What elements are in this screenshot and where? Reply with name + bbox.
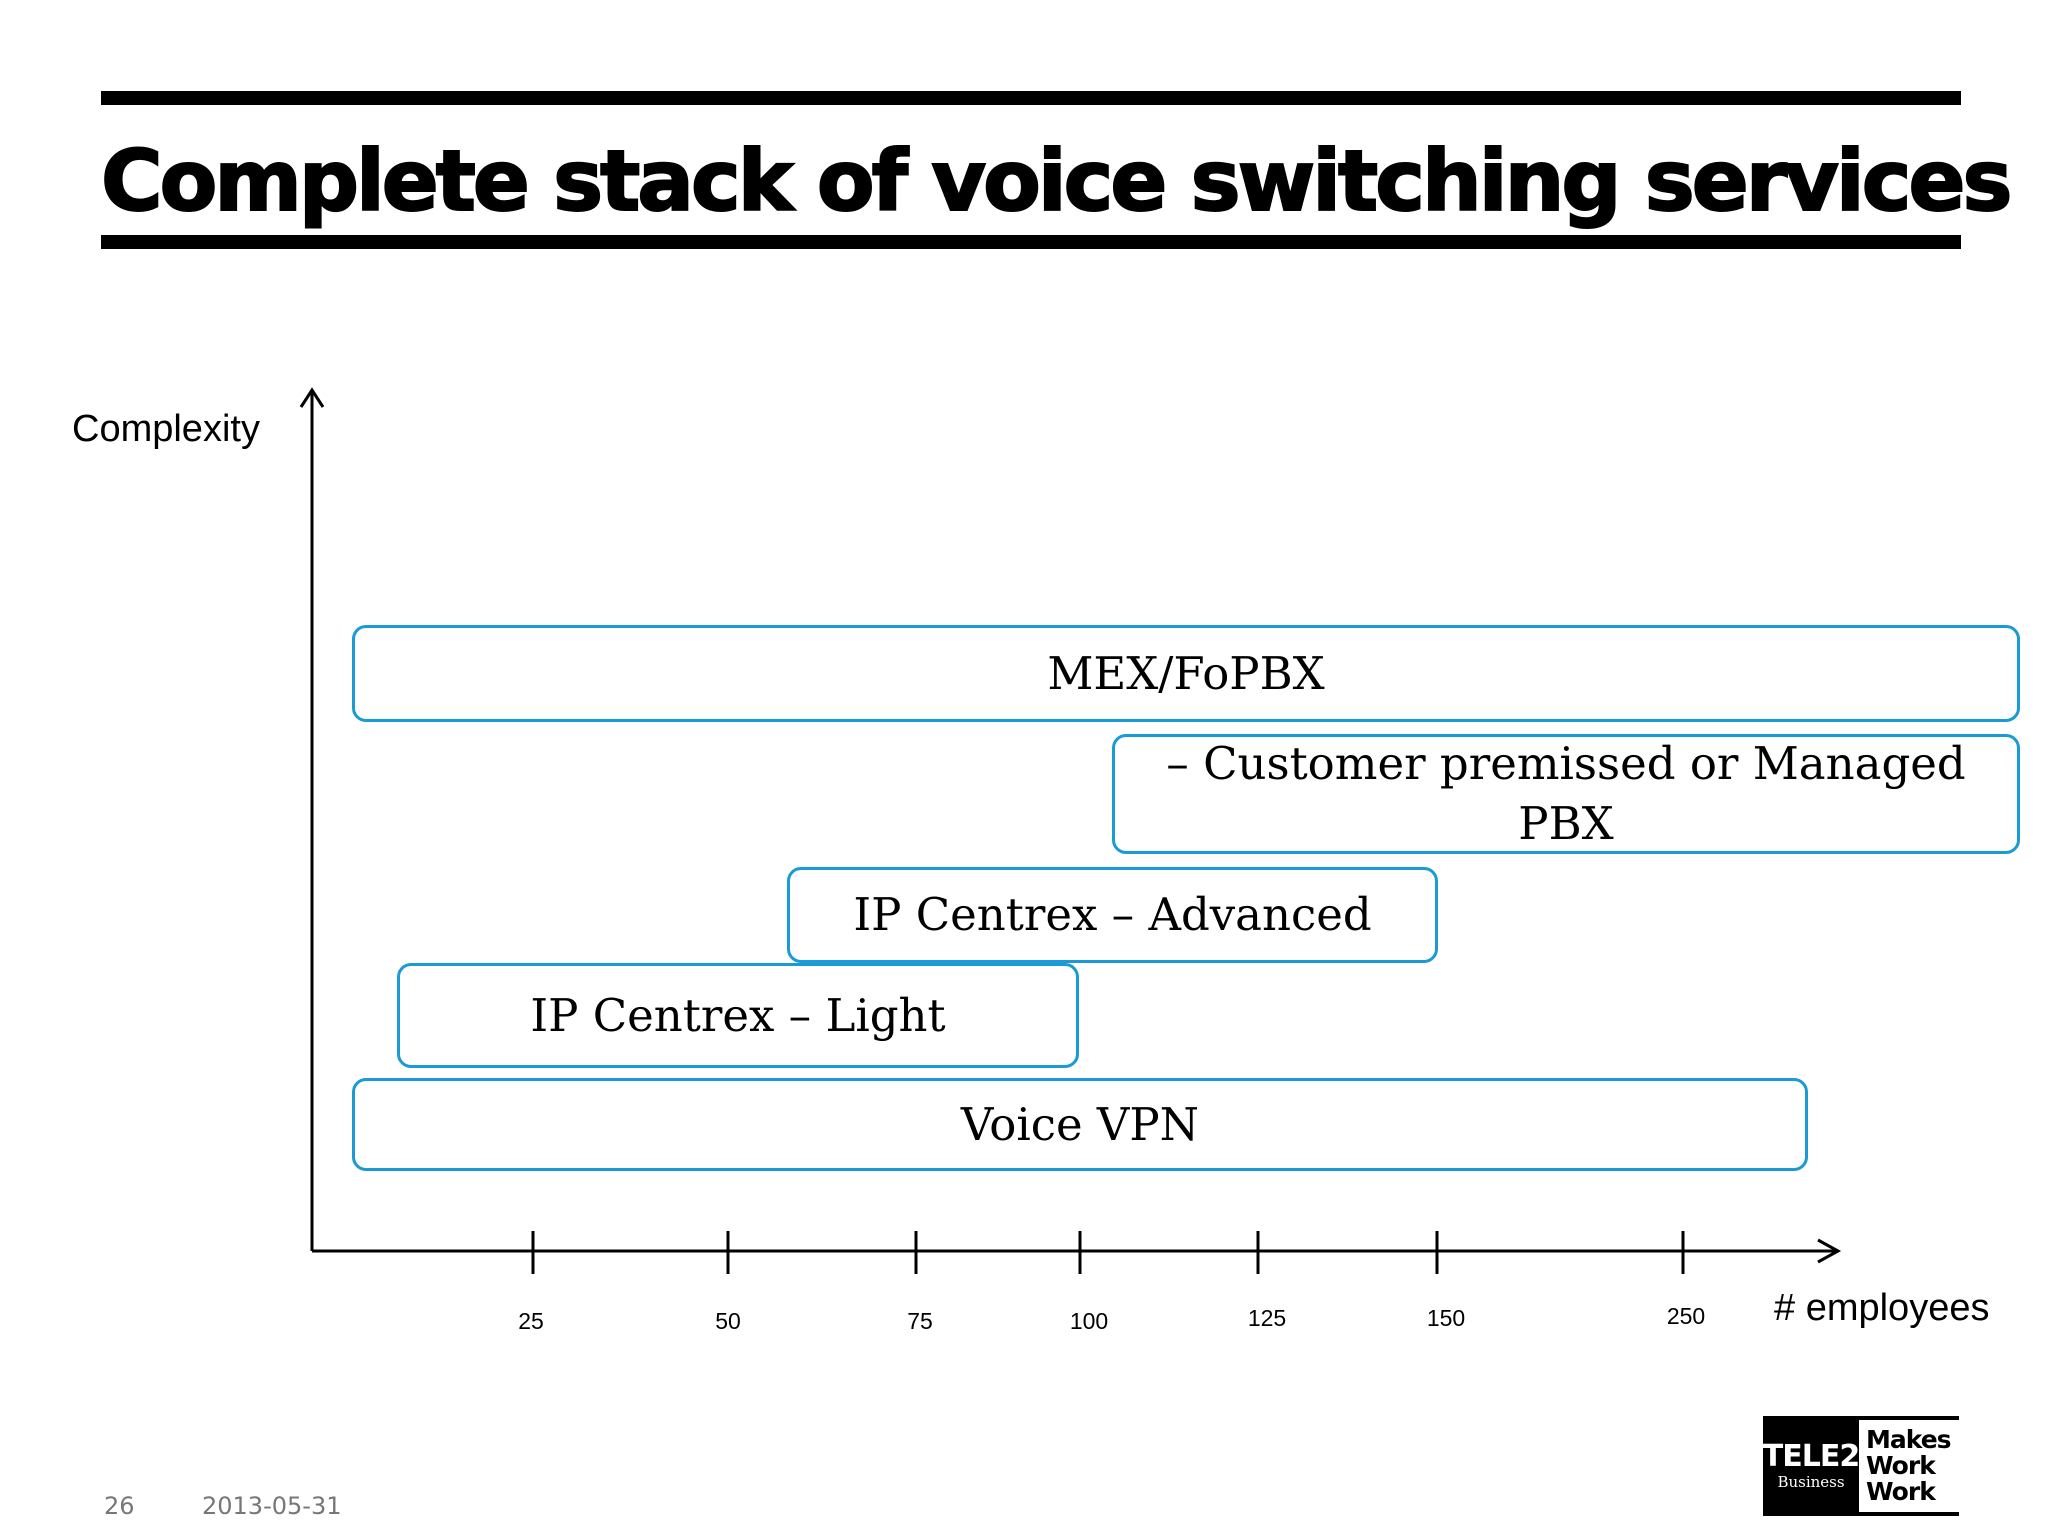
logo-tagline-block: Makes Work Work (1859, 1416, 1959, 1516)
y-axis-label: Complexity (72, 408, 260, 450)
title-bottom-rule (101, 235, 1961, 249)
page-title: Complete stack of voice switching servic… (100, 131, 2013, 231)
logo-tagline-line-1: Makes (1866, 1425, 1952, 1454)
logo-tagline-line-2: Work (1866, 1451, 1936, 1480)
service-box-ip-centrex-advanced: IP Centrex – Advanced (787, 867, 1438, 963)
x-axis-arrow (1817, 1238, 1842, 1264)
tick-label-100: 100 (1069, 1308, 1109, 1334)
page-number: 26 (104, 1492, 135, 1520)
y-axis-arrow (299, 387, 325, 408)
service-box-customer-pbx: – Customer premissed or Managed PBX (1112, 734, 2020, 854)
tick-label-250: 250 (1666, 1303, 1706, 1329)
logo-tagline-line-3: Work (1866, 1477, 1936, 1506)
title-top-rule (101, 91, 1961, 105)
tick-label-150: 150 (1426, 1305, 1466, 1331)
tele2-business-logo: TELE2 Business Makes Work Work (1763, 1416, 1961, 1516)
footer-date: 2013-05-31 (202, 1492, 342, 1520)
logo-brand-block: TELE2 Business (1762, 1416, 1860, 1516)
tick-label-75: 75 (907, 1308, 933, 1334)
x-axis-label: # employees (1774, 1287, 1990, 1329)
service-box-ip-centrex-light: IP Centrex – Light (397, 963, 1079, 1068)
tick-label-25: 25 (518, 1308, 544, 1334)
service-box-mex-fopbx: MEX/FoPBX (352, 625, 2020, 722)
tick-label-125: 125 (1247, 1305, 1287, 1331)
service-box-voice-vpn: Voice VPN (352, 1078, 1808, 1171)
tick-label-50: 50 (715, 1308, 741, 1334)
logo-brand-text: TELE2 (1762, 1439, 1860, 1474)
logo-sub-text: Business (1777, 1473, 1845, 1491)
